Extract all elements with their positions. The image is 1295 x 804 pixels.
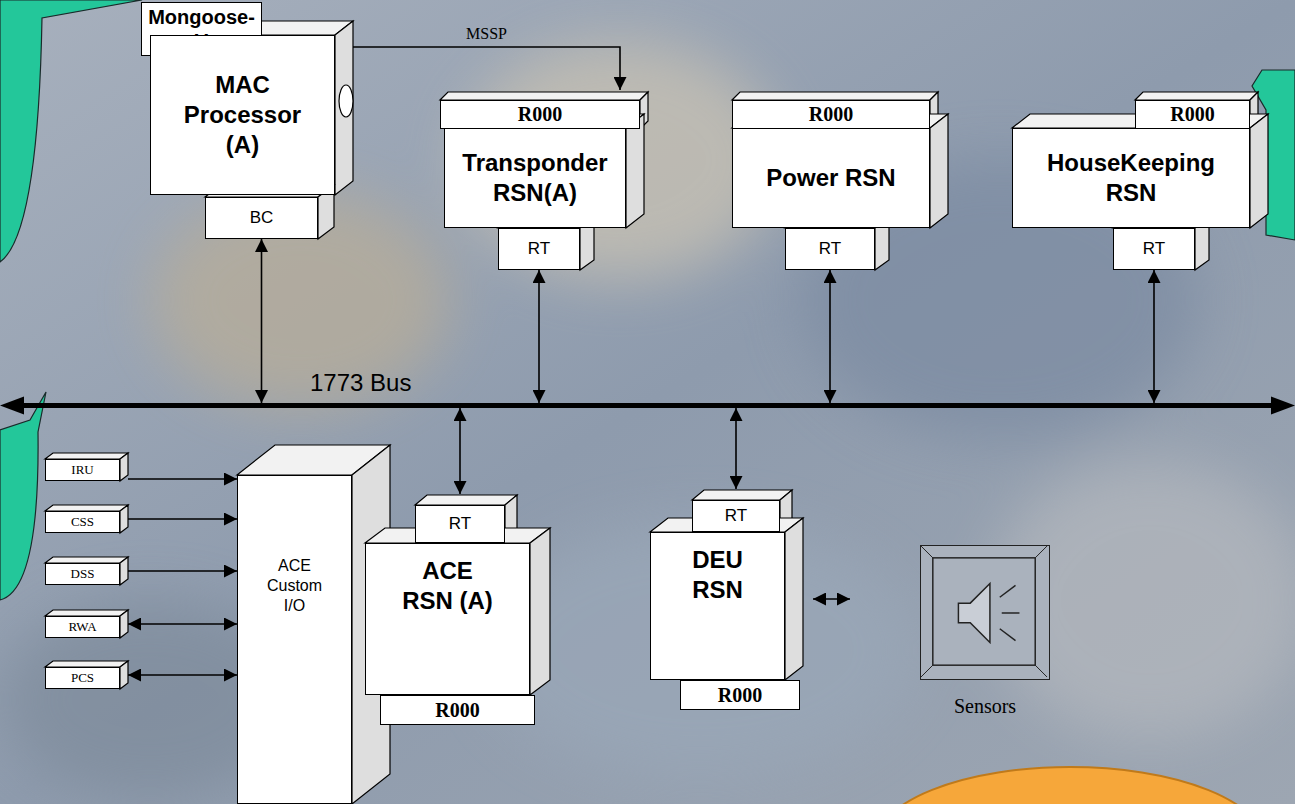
node-heading: Sensors xyxy=(921,694,1049,718)
box-side-face xyxy=(785,518,803,680)
serial-port-oval xyxy=(339,85,353,117)
connector-arrow xyxy=(813,598,850,600)
box-label: RWA xyxy=(68,619,96,635)
rsn-box: DEU RSN xyxy=(650,532,785,680)
box-side-face xyxy=(626,114,644,228)
sensor-input-box: CSS xyxy=(45,511,120,533)
box-side-face xyxy=(120,661,128,689)
box-top-face xyxy=(440,92,648,100)
box-side-face xyxy=(335,21,353,195)
connector-label: MSSP xyxy=(466,24,507,43)
processor-box: MAC Processor (A) xyxy=(150,35,335,195)
box-label: ACE RSN (A) xyxy=(399,556,497,616)
box-side-face xyxy=(120,610,128,638)
connector-arrow xyxy=(353,47,620,90)
rsn-box: HouseKeeping RSN xyxy=(1012,128,1250,228)
rsn-box: Transponder RSN(A) xyxy=(444,128,626,228)
box-label: RT xyxy=(819,239,841,259)
connector-arrow xyxy=(128,623,237,625)
box-label: BC xyxy=(250,208,274,228)
box-label: Transponder RSN(A) xyxy=(449,148,621,208)
box-side-face xyxy=(930,114,948,228)
box-top-face xyxy=(692,490,792,500)
box-label: HouseKeeping RSN xyxy=(1044,148,1219,208)
actuator-box: PCS xyxy=(45,667,120,689)
box-label: IRU xyxy=(71,462,93,478)
node-heading: 1773 Bus xyxy=(310,369,411,397)
connector-arrow xyxy=(128,478,237,480)
r000-chip: R000 xyxy=(732,100,930,129)
remote-terminal-box: RT xyxy=(498,228,580,270)
box-label: RT xyxy=(528,239,550,259)
connector-arrow xyxy=(128,674,237,676)
remote-terminal-box: RT xyxy=(785,228,875,270)
connector-arrow xyxy=(829,270,831,403)
box-label: R000 xyxy=(435,699,479,722)
box-label: CSS xyxy=(71,514,94,530)
box-label: PCS xyxy=(71,670,94,686)
box-label: R000 xyxy=(1170,103,1214,126)
box-label: DEU RSN xyxy=(678,545,758,605)
box-label: R000 xyxy=(809,103,853,126)
actuator-box: RWA xyxy=(45,616,120,638)
sensor-frame: Sensors xyxy=(920,545,1050,680)
rsn-box: Power RSN xyxy=(732,128,930,228)
connector-arrow xyxy=(538,270,540,403)
data-bus: 1773 Bus xyxy=(18,403,1277,408)
remote-terminal-box: RT xyxy=(415,505,505,543)
connector-arrow xyxy=(1153,270,1155,403)
box-label: R000 xyxy=(518,103,562,126)
box-label: MAC Processor (A) xyxy=(175,70,310,160)
box-label: RT xyxy=(449,514,471,534)
box-top-face xyxy=(1135,92,1258,100)
bus-controller-box: BC xyxy=(205,197,318,239)
box-side-face xyxy=(120,453,128,481)
box-side-face xyxy=(1250,114,1268,228)
r000-chip: R000 xyxy=(440,100,640,129)
r000-chip: R000 xyxy=(1135,100,1250,129)
connector-arrow xyxy=(128,518,237,520)
box-label: RT xyxy=(1143,239,1165,259)
sensor-input-box: IRU xyxy=(45,459,120,481)
remote-terminal-box: RT xyxy=(1113,228,1195,270)
custom-io-box: ACE Custom I/O xyxy=(237,475,352,804)
box-side-face xyxy=(120,557,128,585)
connector-arrow xyxy=(735,408,737,489)
box-label: R000 xyxy=(718,684,762,707)
speaker-icon xyxy=(921,546,1049,679)
box-side-face xyxy=(530,528,550,695)
box-label: DSS xyxy=(71,566,95,582)
box-label: ACE Custom I/O xyxy=(264,556,326,616)
connector-arrow xyxy=(261,239,263,403)
box-top-face xyxy=(415,495,517,505)
sensor-input-box: DSS xyxy=(45,563,120,585)
box-label: RT xyxy=(725,506,747,526)
box-top-face xyxy=(732,92,938,100)
connector-arrow xyxy=(128,570,237,572)
r000-chip: R000 xyxy=(680,680,800,710)
box-label: Power RSN xyxy=(766,163,895,193)
r000-chip: R000 xyxy=(380,695,535,725)
connector-arrow xyxy=(459,408,461,494)
box-side-face xyxy=(120,505,128,533)
remote-terminal-box: RT xyxy=(692,500,780,532)
rsn-box: ACE RSN (A) xyxy=(365,543,530,695)
